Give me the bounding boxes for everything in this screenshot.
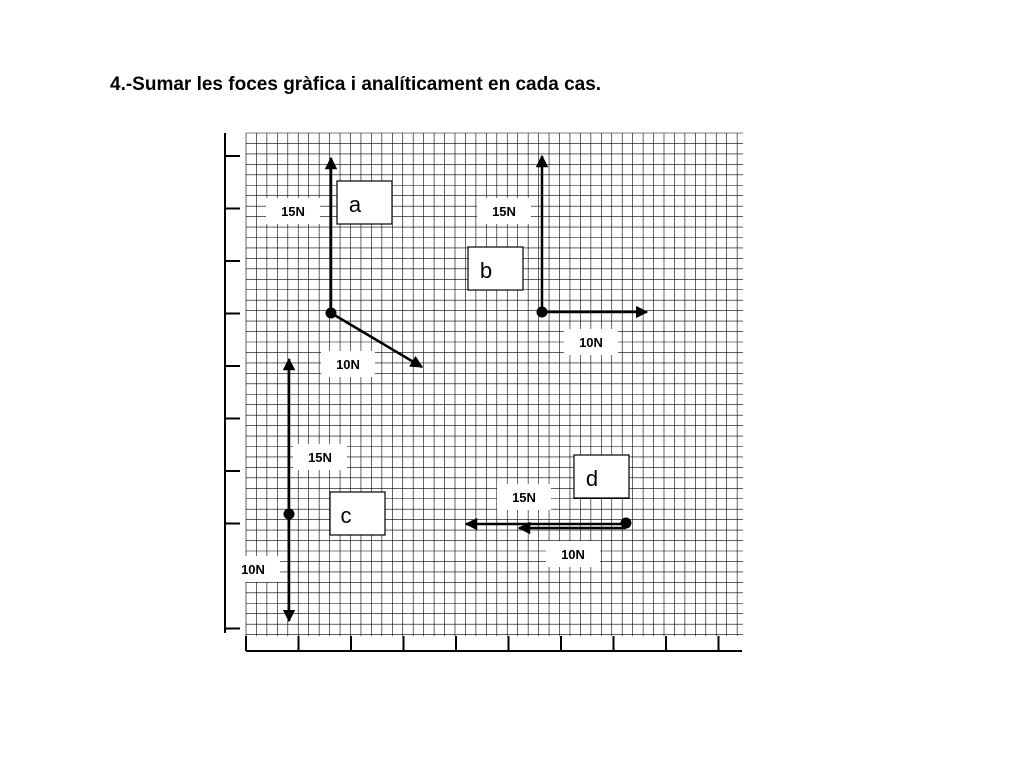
label-b-10n: 10N [579,335,603,350]
case-label-c: c [341,503,352,528]
label-b-15n: 15N [492,204,516,219]
origin-point-b [536,306,548,318]
case-label-a: a [349,192,362,217]
origin-point-c [283,508,295,520]
origin-point-d [620,517,632,529]
case-box-c [329,491,386,536]
label-a-15n: 15N [281,204,305,219]
case-box-a [336,180,393,225]
label-bg-a-15n [266,198,320,224]
x-axis-ticks [245,636,720,651]
label-bg-b-15n [477,198,531,224]
grid-paper [245,132,743,636]
label-bg-c-10n [226,556,280,582]
label-bg-b-10n [564,329,618,355]
case-d: 15N 10N d [464,454,632,567]
case-a: 15N 10N a [266,156,424,377]
case-box-d [573,454,630,499]
exercise-title: 4.-Sumar les foces gràfica i analíticame… [110,74,602,95]
label-bg-c-15n [293,444,347,470]
case-label-b: b [480,258,492,283]
label-c-10n: 10N [241,562,265,577]
vector-a-10n [330,311,424,369]
label-d-15n: 15N [512,490,536,505]
case-box-b [467,246,524,291]
case-label-d: d [586,466,598,491]
label-bg-d-15n [497,484,551,510]
label-d-10n: 10N [561,547,585,562]
origin-point-a [325,307,337,319]
label-bg-d-10n [546,541,600,567]
label-a-10n: 10N [336,357,360,372]
case-c: 15N 10N c [226,357,386,623]
case-b: 15N 10N b [467,154,649,355]
label-bg-a-10n [321,351,375,377]
label-c-15n: 15N [308,450,332,465]
